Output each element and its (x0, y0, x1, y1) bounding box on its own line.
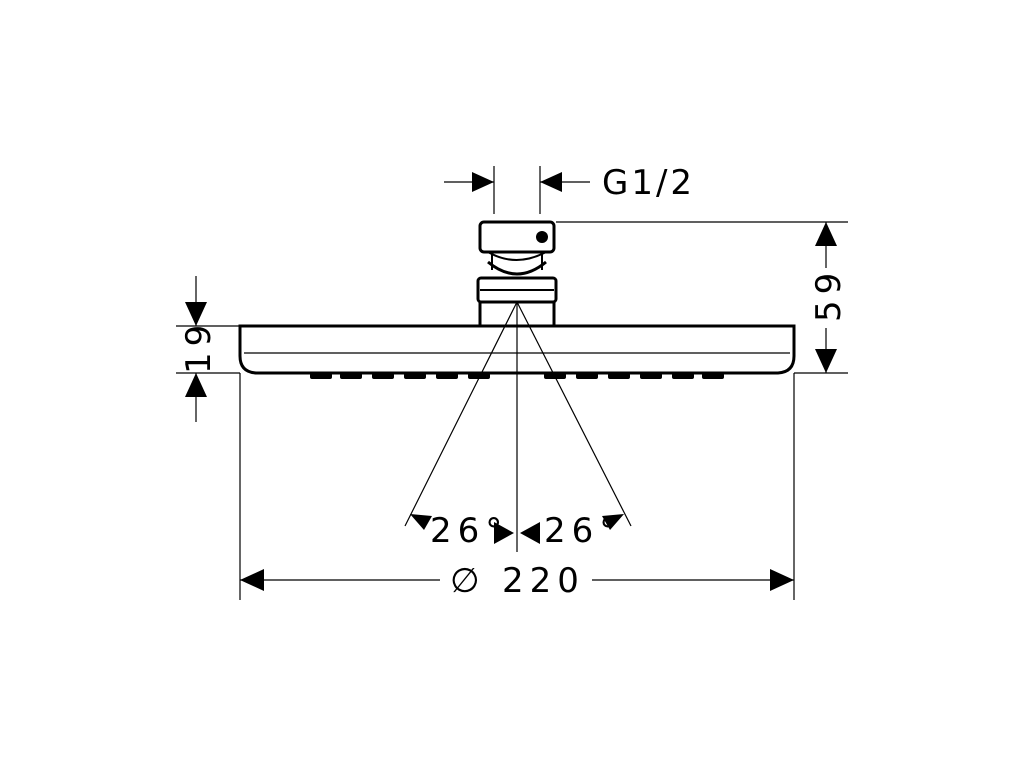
diameter-arrow-right (770, 569, 794, 591)
diameter-label: 220 (502, 561, 585, 601)
nozzle (576, 373, 598, 379)
nozzle (340, 373, 362, 379)
head-arrow-bottom (185, 373, 207, 397)
diameter-dimension: ∅ 220 (239, 373, 795, 601)
height-arrow-bottom (815, 349, 837, 373)
height-label-bg (810, 268, 844, 328)
nozzle (436, 373, 458, 379)
nozzle (702, 373, 724, 379)
spray-angle-left-label: 26° (430, 511, 508, 551)
nozzle (310, 373, 332, 379)
height-head-dimension: 19 (176, 276, 240, 422)
height-head-label: 19 (179, 319, 219, 374)
shower-head (238, 324, 796, 379)
height-total-label: 59 (809, 267, 849, 322)
diameter-symbol: ∅ (450, 561, 486, 601)
nozzle (468, 373, 490, 379)
height-total-dimension: 59 (556, 221, 849, 374)
thread-arrow-right (540, 172, 562, 192)
nozzle (640, 373, 662, 379)
nozzle-row (310, 373, 724, 379)
thread-arrow-left (472, 172, 494, 192)
connector-nut (478, 220, 556, 254)
nozzle (372, 373, 394, 379)
spray-line-left (404, 301, 518, 527)
spray-geometry: 26° 26° (404, 301, 632, 552)
angle-arrow-left-inner (494, 522, 514, 544)
angle-arrow-left-outer (410, 514, 432, 530)
nozzle (608, 373, 630, 379)
head-arrow-top (185, 302, 207, 326)
connector-neck (487, 251, 547, 270)
nozzle (404, 373, 426, 379)
nozzle (672, 373, 694, 379)
thread-dimension: G1/2 (444, 163, 695, 214)
angle-arrow-right-outer (602, 514, 624, 530)
connector-ball (487, 260, 547, 276)
angle-arrow-right-inner (520, 522, 540, 544)
spray-angle-right-label: 26° (544, 511, 622, 551)
height-arrow-top (815, 222, 837, 246)
thread-label: G1/2 (602, 163, 695, 203)
shower-head-plate (238, 324, 796, 375)
spray-line-right (516, 301, 632, 527)
connector-screw-dot (536, 231, 548, 243)
diameter-arrow-left (240, 569, 264, 591)
